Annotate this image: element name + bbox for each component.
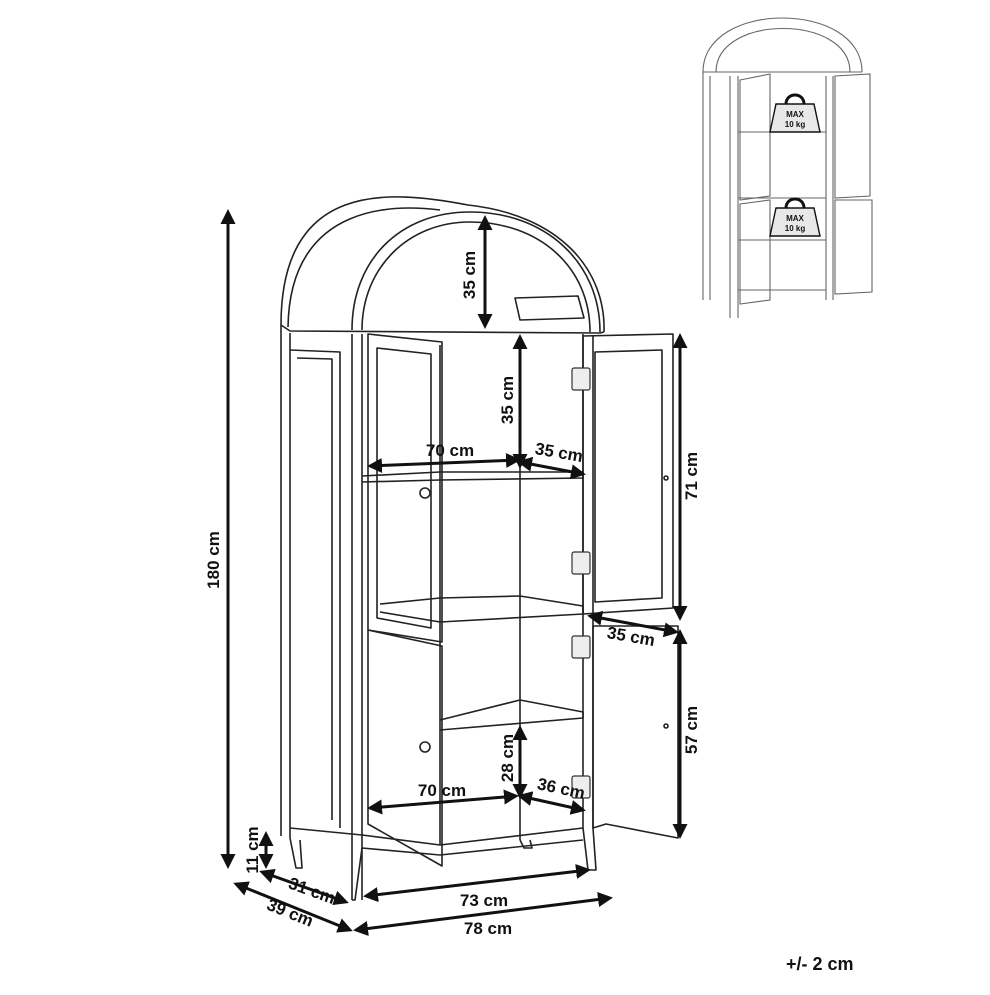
badge-top-line1: MAX xyxy=(786,110,804,119)
badge-bottom-line1: MAX xyxy=(786,214,804,223)
label-upper-shelf-depth: 35 cm xyxy=(534,439,585,466)
hinge-icon xyxy=(571,367,591,799)
label-lower-shelf-gap: 28 cm xyxy=(498,734,517,782)
badge-bottom-line2: 10 kg xyxy=(785,224,806,233)
label-height-total: 180 cm xyxy=(204,531,223,589)
label-leg-height: 11 cm xyxy=(243,826,262,873)
label-lower-door-height: 57 cm xyxy=(682,706,701,754)
label-outer-depth: 39 cm xyxy=(264,895,316,931)
label-upper-shelf-width: 70 cm xyxy=(426,441,474,460)
tolerance-note: +/- 2 cm xyxy=(786,954,854,974)
label-inner-depth: 31 cm xyxy=(286,874,338,908)
label-upper-door-height: 71 cm xyxy=(682,452,701,500)
cabinet-outline xyxy=(280,196,679,901)
cabinet-thumbnail xyxy=(702,17,873,318)
label-inner-width: 73 cm xyxy=(460,891,508,910)
label-upper-shelf-gap: 35 cm xyxy=(498,376,517,424)
max-load-badge-bottom: MAX 10 kg xyxy=(769,197,821,237)
label-lower-shelf-width: 70 cm xyxy=(418,781,466,800)
label-arch-height: 35 cm xyxy=(460,251,479,299)
max-load-badge-top: MAX 10 kg xyxy=(769,93,821,133)
label-outer-width: 78 cm xyxy=(464,919,512,938)
dimension-labels: 180 cm 35 cm 35 cm 70 cm 35 cm 71 cm 35 … xyxy=(204,251,701,938)
badge-top-line2: 10 kg xyxy=(785,120,806,129)
dimension-arrows xyxy=(220,209,688,936)
